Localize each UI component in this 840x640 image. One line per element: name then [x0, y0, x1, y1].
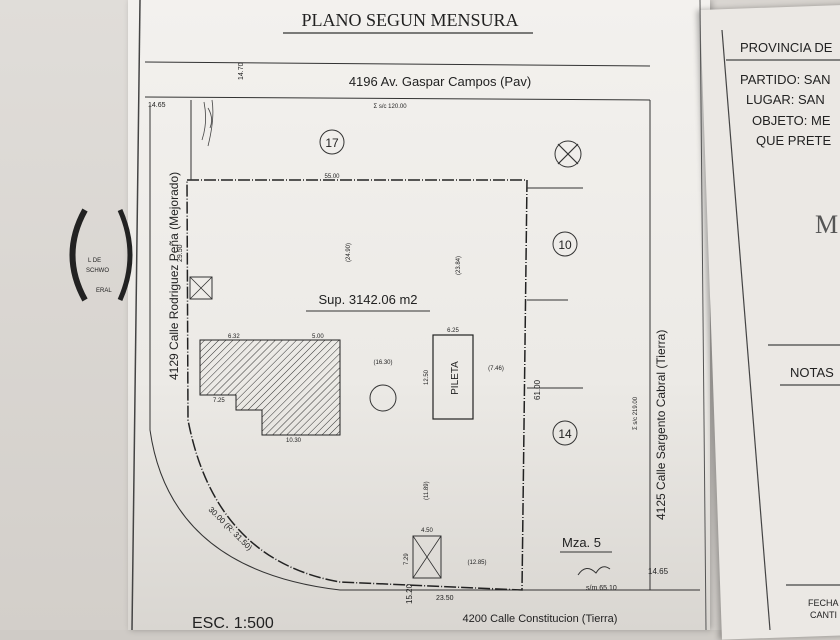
stamp-text-3: ERAL	[96, 288, 112, 294]
inner-dim-e: (24.90)	[346, 243, 352, 262]
right-sum-label: Σ s/c 219.00	[633, 396, 639, 430]
street-top-label: 4196 Av. Gaspar Campos (Pav)	[349, 74, 531, 89]
house-dim-d: 5.00	[312, 334, 324, 340]
lot-circle-14	[552, 420, 578, 446]
street-bottom-label: 4200 Calle Constitucion (Tierra)	[463, 613, 618, 625]
street-left-label: 4129 Calle Rodriguez Peña (Mejorado)	[167, 172, 181, 380]
right-corner-dim: 14.65	[648, 567, 669, 576]
house-dim-b: 10.30	[286, 438, 302, 444]
right-sheet-line5: QUE PRETE	[756, 133, 832, 148]
right-sheet-big-letter: M	[815, 210, 839, 239]
stamp-text-1: L DE	[88, 258, 101, 264]
left-paper-edge	[0, 0, 140, 630]
right-sheet-line3: LUGAR: SAN	[746, 92, 825, 107]
shed-square-top	[189, 276, 213, 300]
right-sheet-line4: OBJETO: ME	[752, 113, 831, 128]
plan-title: PLANO SEGUN MENSURA	[301, 10, 518, 30]
shed-square-bottom	[412, 535, 442, 579]
top-corner-dim: 14.70	[238, 62, 245, 80]
right-sheet-line2: PARTIDO: SAN	[740, 72, 831, 87]
top-width-dim: 55.00	[324, 174, 340, 180]
scale-label: ESC. 1:500	[192, 615, 274, 630]
shed-dim-a: 4.50	[421, 528, 433, 534]
shed-dim-b: 7.29	[404, 553, 410, 565]
lot-number-17: 17	[325, 136, 339, 150]
handwritten-annotation-left	[201, 99, 214, 147]
bottom-dim-b: 23.50	[436, 595, 454, 602]
street-right-label: 4125 Calle Sargento Cabral (Tierra)	[654, 330, 668, 520]
right-sheet-frame	[721, 29, 840, 630]
left-height-dim: 29.50	[177, 244, 184, 262]
inner-dim-b: (7.46)	[488, 366, 504, 372]
inner-dim-c: (11.89)	[424, 481, 430, 500]
stamp-text-2: SCHWO	[86, 268, 109, 274]
lot-number-14: 14	[558, 427, 572, 441]
inner-dim-d: (12.85)	[467, 560, 486, 566]
right-side-dim: 61.00	[533, 379, 542, 400]
pool-height-dim: 12.50	[424, 369, 430, 385]
lot-number-10: 10	[558, 238, 572, 252]
sheet-border-left	[131, 0, 141, 630]
left-corner-dim: 14.65	[148, 102, 166, 109]
house-footprint	[199, 339, 341, 436]
right-sheet-fecha: FECHA	[808, 598, 839, 608]
sm-dim: s/m 65.10	[586, 585, 617, 592]
street-top-line-lower	[144, 96, 651, 101]
lot-circle-10	[552, 231, 578, 257]
survey-plan-sheet	[128, 0, 710, 630]
surface-label: Sup. 3142.06 m2	[318, 292, 417, 307]
round-feature	[369, 384, 397, 412]
house-dim-a: 7.25	[213, 398, 225, 404]
pool-label: PILETA	[450, 361, 461, 395]
inner-dim-a: (16.30)	[373, 360, 392, 366]
north-symbol-icon	[554, 140, 582, 168]
block-label: Mza. 5	[562, 535, 601, 550]
sheet-border-right	[699, 0, 707, 630]
stamp-seal: L DE SCHWO ERAL	[69, 208, 133, 302]
pool-width-dim: 6.25	[447, 328, 459, 334]
right-sheet-notas: NOTAS	[790, 365, 834, 380]
property-boundary	[186, 179, 528, 591]
pool-rectangle	[432, 334, 474, 420]
inner-dim-f: (23.84)	[456, 256, 462, 275]
street-top-line-upper	[144, 61, 651, 67]
right-sheet-line1: PROVINCIA DE	[740, 40, 833, 55]
lot-circle-17	[319, 129, 345, 155]
handwritten-annotation-bottom	[577, 566, 611, 576]
right-sheet-cant: CANTI	[810, 610, 837, 620]
top-sum-label: Σ s/c 120.00	[373, 104, 407, 110]
street-outer-boundary	[149, 105, 700, 591]
bottom-dim-a: 15.20	[405, 583, 414, 604]
house-dim-c: 6.32	[228, 334, 240, 340]
